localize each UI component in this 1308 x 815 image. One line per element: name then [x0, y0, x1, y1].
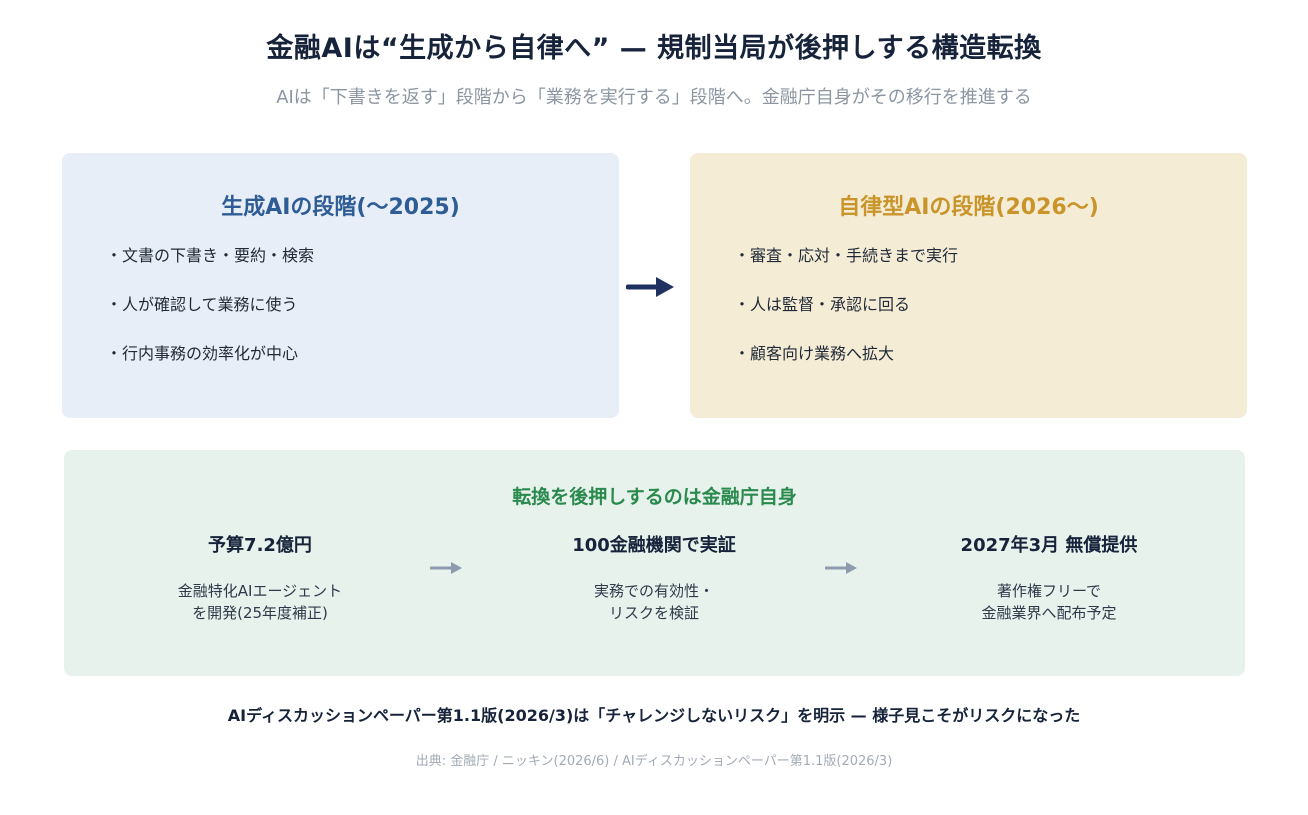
step-heading: 2027年3月 無償提供 [960, 535, 1138, 556]
phase-card-generative: 生成AIの段階(〜2025) ・文書の下書き・要約・検索 ・人が確認して業務に使… [62, 153, 619, 418]
phase-item-list: ・文書の下書き・要約・検索 ・人が確認して業務に使う ・行内事務の効率化が中心 [106, 245, 314, 392]
page-title: 金融AIは“生成から自律へ” — 規制当局が後押しする構造転換 [266, 33, 1042, 64]
phase-title: 生成AIの段階(〜2025) [221, 195, 460, 220]
step-description: 実務での有効性・ リスクを検証 [593, 582, 714, 622]
step-description: 金融特化AIエージェント を開発(25年度補正) [177, 582, 343, 622]
arrow-right-icon [626, 277, 674, 297]
arrow-right-icon [430, 562, 462, 574]
step-pilot: 100金融機関で実証 実務での有効性・ リスクを検証 [504, 534, 804, 624]
step-heading: 100金融機関で実証 [572, 535, 736, 556]
list-item: ・文書の下書き・要約・検索 [106, 246, 315, 265]
list-item: ・顧客向け業務へ拡大 [734, 344, 895, 363]
support-panel: 転換を後押しするのは金融庁自身 予算7.2億円 金融特化AIエージェント を開発… [64, 450, 1245, 676]
list-item: ・人は監督・承認に回る [734, 295, 911, 314]
phase-title: 自律型AIの段階(2026〜) [838, 195, 1099, 220]
arrow-right-icon [825, 562, 857, 574]
step-description: 著作権フリーで 金融業界へ配布予定 [981, 582, 1117, 622]
support-title: 転換を後押しするのは金融庁自身 [512, 486, 797, 508]
conclusion-text: AIディスカッションペーパー第1.1版(2026/3)は「チャレンジしないリスク… [227, 706, 1081, 725]
phase-card-autonomous: 自律型AIの段階(2026〜) ・審査・応対・手続きまで実行 ・人は監督・承認に… [690, 153, 1247, 418]
page-subtitle: AIは「下書きを返す」段階から「業務を実行する」段階へ。金融庁自身がその移行を推… [276, 87, 1032, 108]
step-release: 2027年3月 無償提供 著作権フリーで 金融業界へ配布予定 [899, 534, 1199, 624]
step-heading: 予算7.2億円 [208, 535, 312, 556]
phase-item-list: ・審査・応対・手続きまで実行 ・人は監督・承認に回る ・顧客向け業務へ拡大 [734, 245, 958, 392]
list-item: ・行内事務の効率化が中心 [106, 344, 299, 363]
list-item: ・人が確認して業務に使う [106, 295, 298, 314]
list-item: ・審査・応対・手続きまで実行 [734, 246, 959, 265]
source-note: 出典: 金融庁 / ニッキン(2026/6) / AIディスカッションペーパー第… [415, 754, 893, 769]
step-budget: 予算7.2億円 金融特化AIエージェント を開発(25年度補正) [110, 534, 410, 624]
